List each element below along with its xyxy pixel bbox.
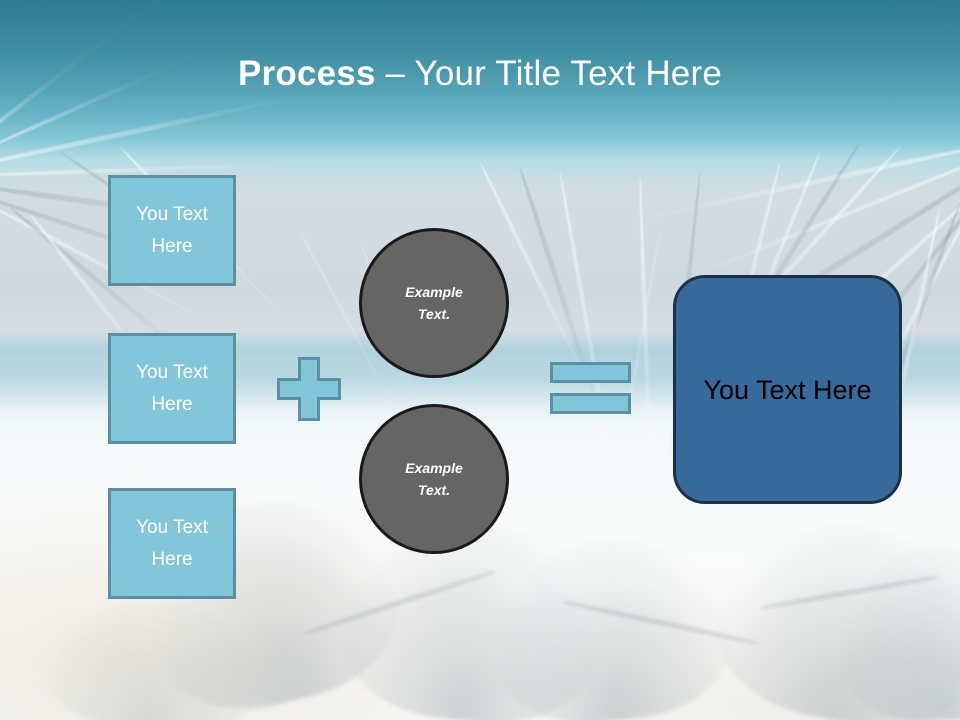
page-title: Process – Your Title Text Here [0, 52, 960, 96]
result-box-label: You Text Here [703, 374, 872, 405]
example-circle-1-label: Example Text. [405, 284, 463, 322]
example-circle-2-label: Example Text. [405, 460, 463, 498]
input-box-3[interactable]: You Text Here [108, 488, 236, 599]
example-circle-1[interactable]: Example Text. [359, 228, 509, 378]
plus-icon-seam-patch-vertical [301, 360, 317, 418]
equals-icon-top-bar [550, 362, 631, 383]
input-box-2-label: You Text Here [136, 361, 208, 415]
input-box-1[interactable]: You Text Here [108, 175, 236, 286]
result-box[interactable]: You Text Here [673, 275, 902, 504]
plus-icon [277, 357, 341, 421]
input-box-3-label: You Text Here [136, 516, 208, 570]
page-title-bold: Process [238, 54, 376, 93]
input-box-2[interactable]: You Text Here [108, 333, 236, 444]
example-circle-2[interactable]: Example Text. [359, 404, 509, 554]
page-title-rest: – Your Title Text Here [375, 54, 722, 93]
equals-icon [550, 362, 631, 414]
equals-icon-bottom-bar [550, 393, 631, 414]
input-box-1-label: You Text Here [136, 203, 208, 257]
